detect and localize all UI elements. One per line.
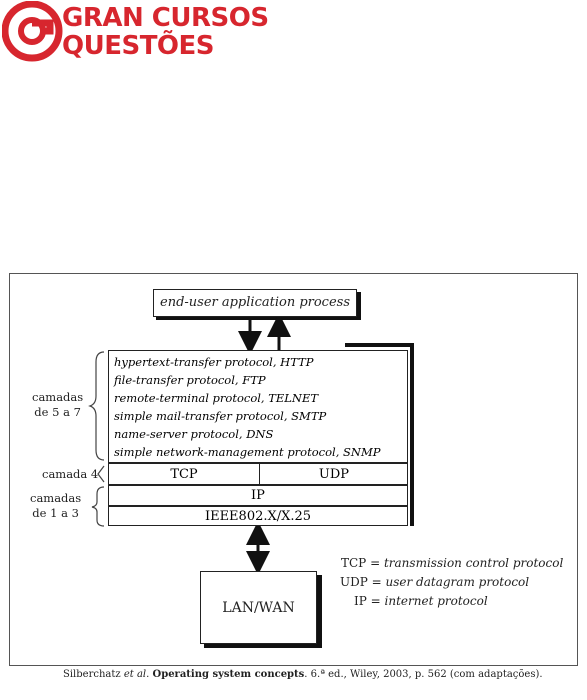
figure-caption: Silberchatz et al. Operating system conc… <box>63 669 543 680</box>
legend-tcp: TCP = transmission control protocol <box>341 556 563 570</box>
caption-authors: Silberchatz <box>63 669 121 680</box>
legend-udp-def: user datagram protocol <box>385 575 530 589</box>
brace-layer-4 <box>97 465 105 483</box>
layers-1-3-label: camadas de 1 a 3 <box>30 491 81 521</box>
layers-1-3-line2: de 1 a 3 <box>32 506 79 520</box>
udp-cell: UDP <box>318 467 350 482</box>
transport-layer-box: TCP UDP <box>108 463 408 485</box>
legend-ip: IP = internet protocol <box>354 594 488 608</box>
legend-udp: UDP = user datagram protocol <box>340 575 529 589</box>
logo-line2: QUESTÕES <box>62 31 215 61</box>
layers-5-7-line1: camadas <box>32 390 84 404</box>
legend-tcp-abbr: TCP = <box>341 556 381 570</box>
caption-rest: . 6.ª ed., Wiley, 2003, p. 562 (com adap… <box>304 669 543 680</box>
protocol-http: hypertext-transfer protocol, HTTP <box>114 355 314 369</box>
protocol-ftp: file-transfer protocol, FTP <box>114 373 266 387</box>
legend-udp-abbr: UDP = <box>340 575 382 589</box>
ieee-layer-box: IEEE802.X/X.25 <box>108 506 408 526</box>
app-process-label: end-user application process <box>160 295 350 310</box>
ip-cell: IP <box>251 488 265 503</box>
protocol-telnet: remote-terminal protocol, TELNET <box>114 391 319 405</box>
logo-g-icon <box>2 1 63 62</box>
ieee-cell: IEEE802.X/X.25 <box>204 509 312 524</box>
gran-cursos-logo: GRAN CURSOS QUESTÕES <box>0 0 310 64</box>
legend-ip-def: internet protocol <box>384 594 488 608</box>
caption-etal: et al. <box>123 669 150 680</box>
brace-layers-5-7 <box>88 351 105 461</box>
protocol-dns: name-server protocol, DNS <box>114 427 274 441</box>
protocol-snmp: simple network-management protocol, SNMP <box>114 445 381 459</box>
protocol-smtp: simple mail-transfer protocol, SMTP <box>114 409 327 423</box>
application-protocols-box: hypertext-transfer protocol, HTTP file-t… <box>108 350 408 463</box>
transport-divider <box>259 464 260 484</box>
layers-5-7-line2: de 5 a 7 <box>34 405 81 419</box>
layers-1-3-line1: camadas <box>30 491 82 505</box>
tcp-cell: TCP <box>170 467 198 482</box>
legend-tcp-def: transmission control protocol <box>383 556 564 570</box>
figure-frame <box>9 273 578 666</box>
legend-ip-abbr: IP = <box>354 594 381 608</box>
logo-line1: GRAN CURSOS <box>62 3 269 33</box>
caption-title: Operating system concepts <box>152 669 305 680</box>
lanwan-box: LAN/WAN <box>200 571 317 644</box>
layer-4-label: camada 4 <box>42 467 99 481</box>
layers-5-7-label: camadas de 5 a 7 <box>32 390 83 420</box>
brace-layers-1-3 <box>91 486 105 527</box>
lanwan-label: LAN/WAN <box>222 600 295 616</box>
app-process-box: end-user application process <box>153 289 357 317</box>
ip-layer-box: IP <box>108 485 408 506</box>
